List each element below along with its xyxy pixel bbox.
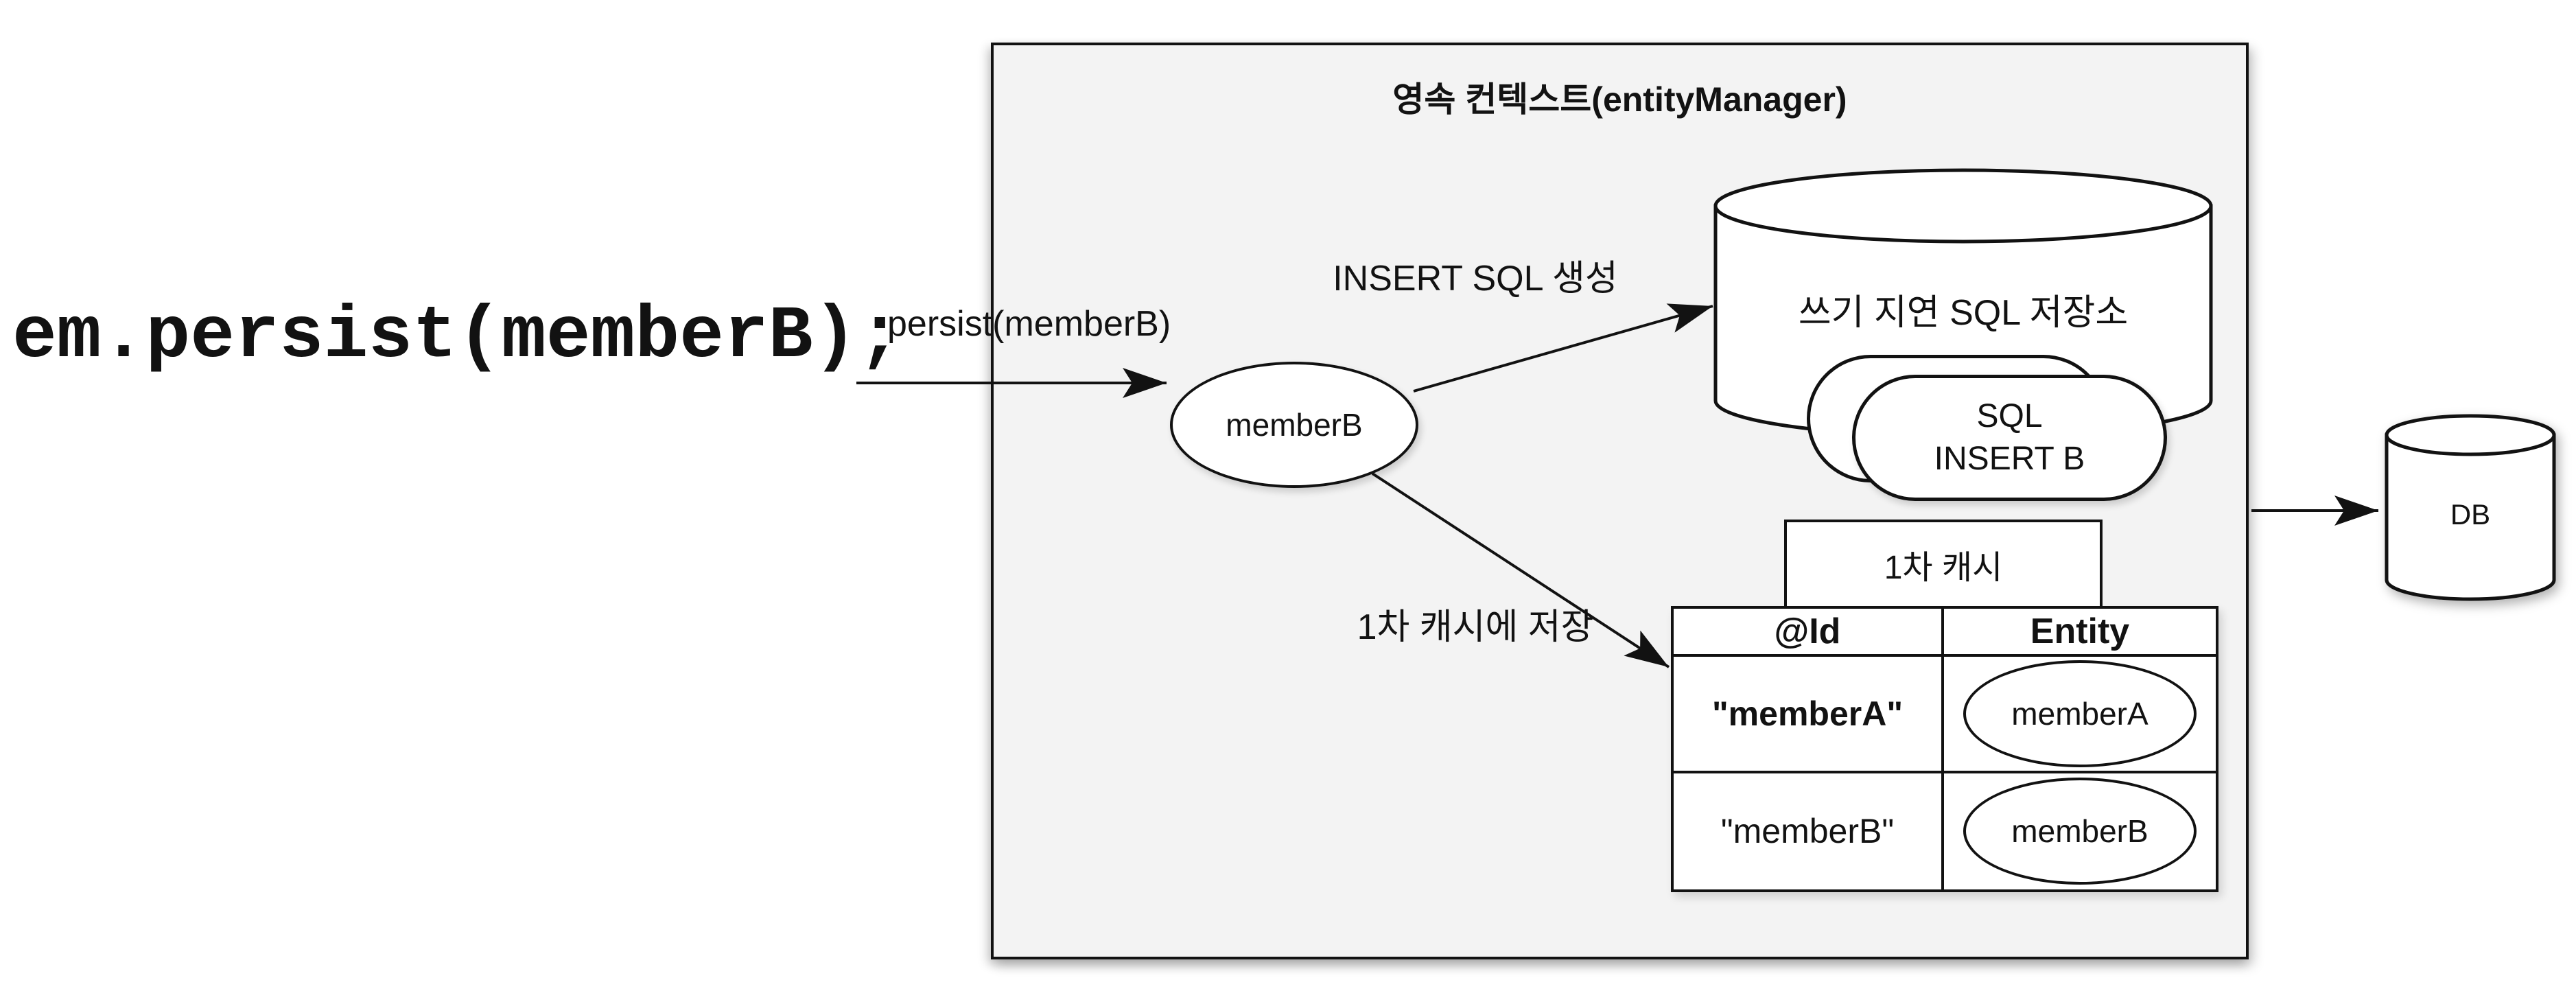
member-b-entity-label: memberB <box>2011 813 2148 850</box>
member-b-ellipse: memberB <box>1170 362 1418 488</box>
member-a-entity-ellipse: memberA <box>1963 660 2197 767</box>
member-a-entity-label: memberA <box>2011 695 2148 732</box>
sql-insert-card: SQL INSERT B <box>1852 375 2167 501</box>
code-snippet: em.persist(memberB); <box>12 295 902 379</box>
table-row2-id-cell: "memberB" <box>1674 773 1944 889</box>
cache-store-arrow-label: 1차 캐시에 저장 <box>1357 607 1594 647</box>
persist-arrow-label: persist(memberB) <box>887 304 1171 344</box>
first-level-cache-label-box: 1차 캐시 <box>1784 520 2103 609</box>
member-b-ellipse-label: memberB <box>1226 407 1363 443</box>
table-row1-id-cell: "memberA" <box>1674 657 1944 773</box>
sql-card-line2: INSERT B <box>1934 441 2085 477</box>
sql-store-label: 쓰기 지연 SQL 저장소 <box>1798 293 2129 333</box>
member-b-entity-ellipse: memberB <box>1963 778 2197 885</box>
table-header-entity: Entity <box>1944 609 2216 657</box>
db-label: DB <box>2450 498 2491 531</box>
db-cylinder <box>2385 414 2556 601</box>
table-row2-entity-cell: memberB <box>1944 773 2216 889</box>
table-header-id: @Id <box>1674 609 1944 657</box>
insert-sql-arrow-label: INSERT SQL 생성 <box>1333 259 1618 299</box>
table-row1-entity-cell: memberA <box>1944 657 2216 773</box>
sql-card-line1: SQL <box>1976 398 2043 434</box>
persistence-context-title: 영속 컨텍스트(entityManager) <box>1392 80 1847 119</box>
first-level-cache-table: @Id Entity "memberA" memberA "memberB" m… <box>1671 606 2218 892</box>
first-level-cache-label: 1차 캐시 <box>1884 550 2003 586</box>
